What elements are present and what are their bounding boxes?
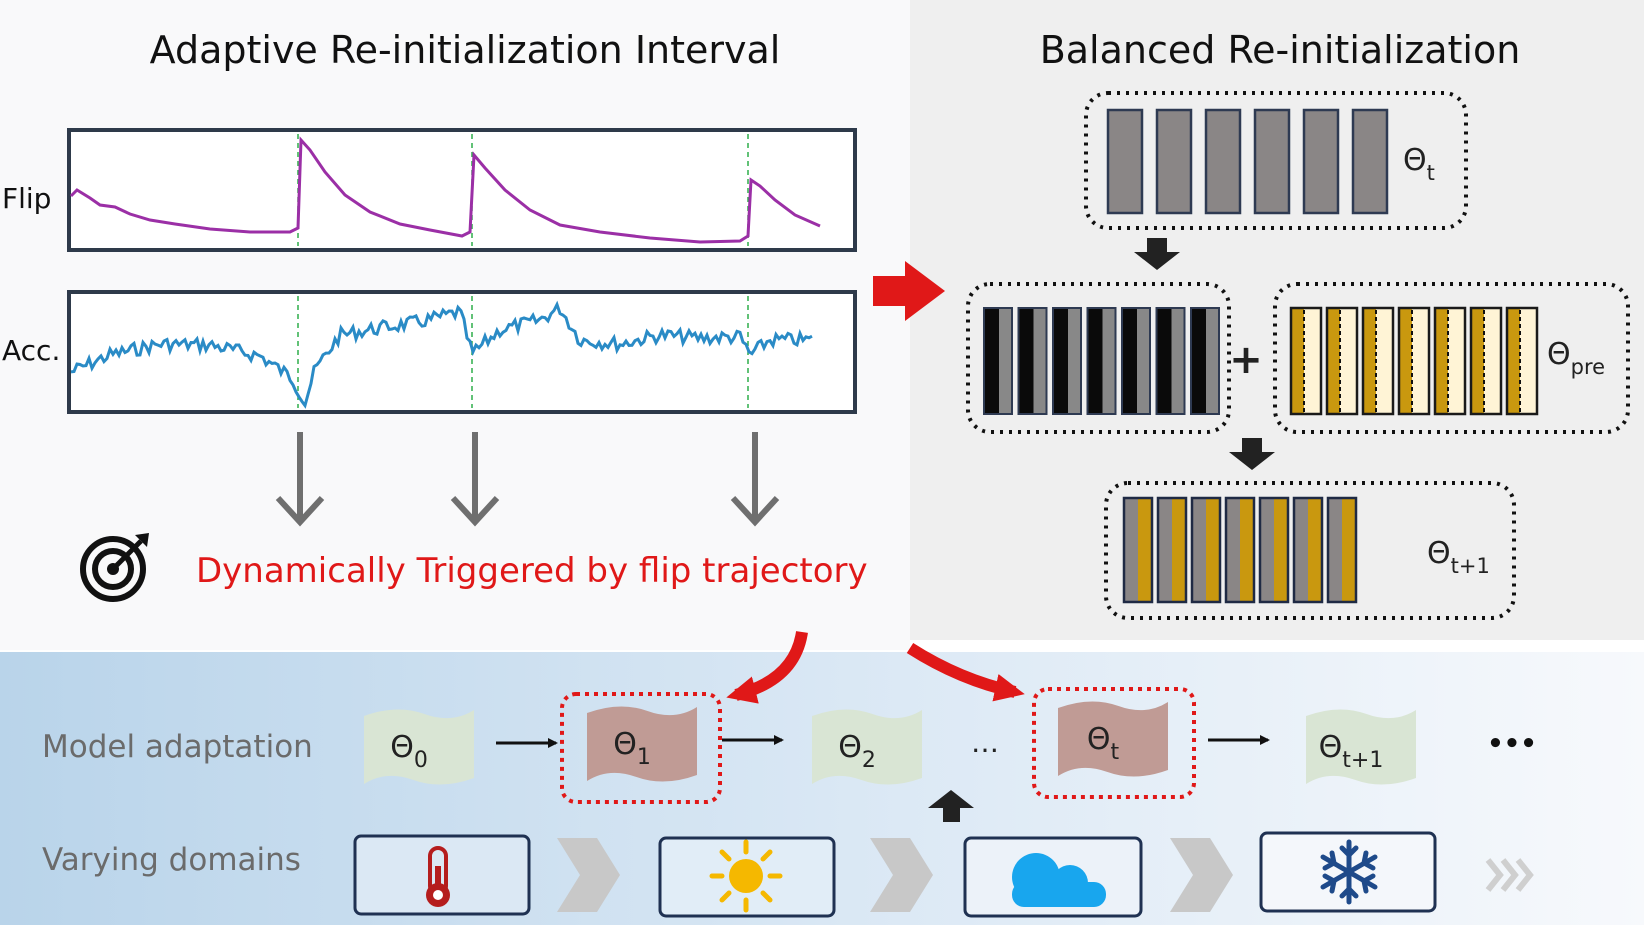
varying-domains-label: Varying domains: [42, 842, 301, 878]
model-state-5: Θt+1: [1306, 709, 1416, 785]
curved-arrow-to-thetat: [906, 642, 1025, 702]
mask-block-7: [1190, 307, 1220, 415]
theta-t-block-5: [1302, 108, 1340, 215]
theta-next-block-5: [1258, 496, 1290, 604]
mask-box: [966, 282, 1231, 434]
state-label-4: Θt: [1087, 722, 1120, 765]
ellipsis-mid: …: [971, 726, 999, 759]
model-state-3: Θ2: [812, 709, 922, 785]
chevron-2: [870, 838, 933, 912]
theta-pre-box: [1273, 282, 1630, 434]
theta-next-block-2: [1156, 496, 1188, 604]
theta-next-block-6: [1292, 496, 1324, 604]
theta-t-block-6: [1351, 108, 1389, 215]
domain-cloud: [963, 836, 1143, 918]
theta-next-blocks: [1122, 496, 1358, 604]
state-label-3: Θ2: [838, 730, 876, 773]
theta-t-blocks: [1106, 108, 1389, 215]
theta-pre-block-1: [1289, 306, 1323, 416]
acc-axis-label: Acc.: [2, 334, 60, 367]
down-arrow-1: [1134, 238, 1180, 270]
down-arrow-2: [1229, 438, 1275, 470]
right-panel-title: Balanced Re-initialization: [1040, 28, 1521, 72]
mask-block-4: [1086, 307, 1117, 415]
domain-thermometer: [353, 834, 531, 916]
model-adaptation-label: Model adaptation: [42, 729, 313, 765]
theta-pre-label: Θpre: [1547, 337, 1605, 379]
state-label-5: Θt+1: [1319, 730, 1384, 773]
theta-next-block-4: [1224, 496, 1256, 604]
theta-next-block-7: [1326, 496, 1358, 604]
domain-snowflake: [1259, 831, 1437, 913]
domain-sun: [658, 836, 836, 918]
up-arrow: [928, 790, 974, 822]
state-label-1: Θ0: [390, 730, 428, 773]
flip-chart-frame: [67, 128, 857, 252]
down-trigger-arrow-1: [275, 432, 325, 527]
flip-trajectory-line: [69, 136, 821, 244]
theta-pre-block-4: [1397, 306, 1431, 416]
flag-shape-5: [1306, 709, 1416, 785]
theta-t-label: Θt: [1403, 143, 1435, 185]
theta-next-block-1: [1122, 496, 1154, 604]
highlight-theta1: [560, 692, 722, 804]
mask-block-3: [1052, 307, 1082, 415]
down-trigger-arrow-2: [450, 432, 500, 527]
panel-link-arrow: [873, 261, 945, 321]
theta-t-block-2: [1155, 108, 1193, 215]
model-state-2: Θ1: [587, 706, 697, 782]
flip-axis-label: Flip: [2, 182, 51, 215]
model-state-4: Θt: [1058, 701, 1168, 777]
theta-next-label: Θt+1: [1427, 536, 1490, 578]
chevron-3: [1170, 838, 1233, 912]
theta-t-block-3: [1204, 108, 1242, 215]
theta-pre-blocks: [1289, 306, 1539, 416]
down-trigger-arrow-3: [730, 432, 780, 527]
highlight-thetat: [1032, 687, 1196, 799]
state-label-2: Θ1: [613, 727, 651, 770]
target-icon: [80, 533, 149, 602]
theta-t-block-1: [1106, 108, 1144, 215]
flag-shape-4: [1058, 701, 1168, 777]
flag-shape-1: [364, 709, 474, 785]
plus-sign: +: [1229, 337, 1263, 383]
thermometer-icon: [426, 846, 450, 907]
mask-block-5: [1121, 307, 1151, 415]
mask-block-1: [983, 307, 1013, 415]
theta-pre-block-7: [1505, 306, 1539, 416]
theta-pre-block-6: [1469, 306, 1503, 416]
snowflake-icon: [1320, 839, 1378, 905]
flag-shape-2: [587, 706, 697, 782]
domain-box-1: [353, 834, 531, 916]
theta-t-block-4: [1253, 108, 1291, 215]
chevron-1: [557, 838, 620, 912]
trigger-arrows: [275, 432, 780, 527]
accuracy-line: [70, 300, 813, 409]
theta-next-box: [1104, 481, 1516, 620]
model-state-1: Θ0: [364, 709, 474, 785]
cloud-icon: [1012, 853, 1106, 907]
more-chevrons: [1485, 858, 1534, 892]
sun-icon: [709, 839, 783, 913]
theta-next-block-3: [1190, 496, 1222, 604]
theta-pre-block-2: [1325, 306, 1359, 416]
theta-pre-block-5: [1433, 306, 1467, 416]
ellipsis-end: •••: [1487, 729, 1537, 759]
mask-block-6: [1155, 307, 1186, 415]
left-panel-title: Adaptive Re-initialization Interval: [150, 28, 781, 72]
flag-shape-3: [812, 709, 922, 785]
model-states: Θ0 Θ1 Θ2 Θt Θt+1: [364, 701, 1416, 785]
theta-t-box: [1084, 91, 1468, 230]
trigger-caption: Dynamically Triggered by flip trajectory: [196, 551, 868, 591]
theta-pre-block-3: [1361, 306, 1395, 416]
curved-arrow-to-theta1: [726, 630, 808, 704]
mask-block-2: [1017, 307, 1048, 415]
mask-blocks: [983, 307, 1220, 415]
